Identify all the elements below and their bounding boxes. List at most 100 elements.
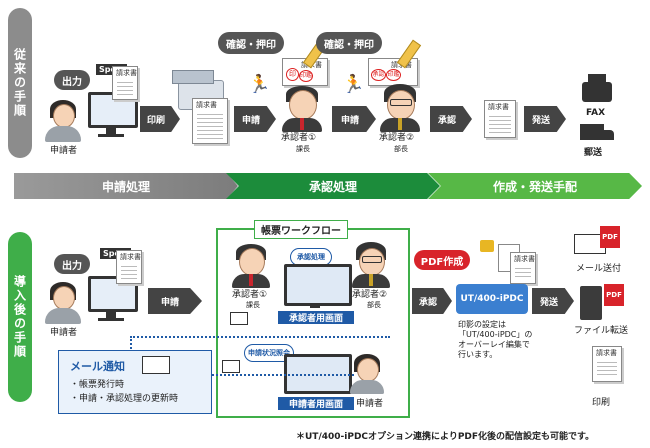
truck-cab (604, 130, 614, 140)
print-label: 印刷 (592, 398, 611, 408)
phase-approve: 承認処理 (226, 173, 440, 199)
top-output-bubble: 出力 (54, 70, 90, 90)
approver2-tie (398, 118, 402, 130)
top-fax-label: FAX (586, 108, 606, 118)
phase-apply-label: 申請処理 (101, 179, 150, 194)
stamp-1: 印 (286, 68, 299, 81)
running-man-icon-2: 🏃 (342, 74, 365, 95)
bottom-arrow-apply: 申請 (148, 288, 202, 314)
mail-notice-item-1: ・帳票発行時 (70, 380, 125, 390)
print-doc-title: 請求書 (596, 349, 617, 357)
server-pdf-text: PDF (606, 291, 622, 299)
top-arrow-approve: 承認 (430, 106, 472, 132)
overlay-note: 印影の設定は 「UT/400-iPDC」の オーバーレイ編集で 行います。 (458, 320, 533, 359)
top-approver1-label: 承認者① (281, 133, 317, 143)
notify-line-1 (130, 336, 390, 338)
top-approver2-role: 部長 (394, 145, 408, 153)
bottom-output-text: 出力 (62, 260, 82, 272)
applicant-screen-label: 申請者用画面 (278, 397, 354, 410)
approver-screen-text: 承認者用画面 (288, 314, 343, 324)
top-arrow-apply2-label: 申請 (340, 115, 359, 126)
bottom-pc-base (98, 318, 124, 321)
top-approver1-role: 課長 (296, 145, 310, 153)
top-confirm-bubble-2: 確認・押印 (316, 32, 382, 54)
b-approver1-tie (249, 274, 253, 286)
footnote: ＊UT/400-iPDCオプション連携によりPDF化後の配信設定も可能です。 (296, 432, 595, 442)
mail-notice-box (58, 350, 212, 414)
top-arrow-send-label: 発送 (531, 115, 550, 126)
mail-envelope-icon-2 (222, 360, 240, 373)
email-pdf-text: PDF (602, 233, 618, 241)
bottom-arrow-approve-label: 承認 (418, 297, 437, 308)
bottom-output-bubble: 出力 (54, 254, 90, 274)
notify-line-2 (208, 374, 354, 376)
bottom-approver1-label: 承認者① (232, 290, 268, 300)
mail-envelope-icon-1 (230, 312, 248, 325)
phase-apply: 申請処理 (14, 173, 238, 199)
top-mail-label: 郵送 (584, 148, 603, 158)
bottom-approver2-role: 部長 (367, 301, 381, 309)
top-arrow-approve-label: 承認 (437, 115, 456, 126)
mail-notice-item-2: ・申請・承認処理の更新時 (70, 394, 179, 404)
b-approver2-tie (369, 274, 373, 286)
top-approver2-label: 承認者② (379, 133, 415, 143)
sidebar-before: 従来の手順 (8, 8, 32, 158)
top-spool-text: Spool (99, 65, 124, 74)
bottom-applicant-label: 申請者 (50, 328, 78, 338)
mail-item-2: 申請・承認処理の更新時 (79, 394, 179, 404)
status-inquiry-bubble: 申請状況照会 (244, 344, 294, 362)
bottom-pdf-doc: 請求書 (510, 252, 536, 284)
top-applicant-face (53, 104, 75, 128)
top-arrow-apply1: 申請 (234, 106, 276, 132)
top-printed-doc: 請求書 (192, 98, 228, 144)
approver1-tie (300, 118, 304, 130)
b-approver2-glasses (362, 256, 382, 263)
running-man-icon-1: 🏃 (248, 74, 271, 95)
pdf-create-text: PDF作成 (420, 256, 464, 268)
phase-create-send: 作成・発送手配 (428, 173, 642, 199)
file-transfer-label: ファイル転送 (574, 326, 629, 336)
top-spool-label: Spool (96, 64, 128, 75)
mail-send-label: メール送付 (576, 264, 622, 274)
approver-screen-monitor (284, 264, 352, 306)
bottom-spool-label: Spool (100, 248, 132, 259)
bottom-arrow-apply-label: 申請 (160, 297, 179, 308)
top-arrow-send: 発送 (524, 106, 566, 132)
approval-process-bubble: 承認処理 (290, 248, 332, 266)
top-final-doc-title: 請求書 (488, 103, 509, 111)
email-pdf-icon: PDF (600, 226, 620, 248)
phase-create-send-label: 作成・発送手配 (492, 179, 577, 194)
top-arrow-print-label: 印刷 (146, 115, 165, 126)
workflow-title: 帳票ワークフロー (254, 220, 348, 239)
server-icon (580, 286, 602, 320)
approver2-glasses (390, 99, 412, 106)
bottom-applicant2-label: 申請者 (356, 399, 384, 409)
printer-tray (172, 70, 214, 84)
top-arrow-print: 印刷 (140, 106, 180, 132)
print-doc-icon: 請求書 (592, 346, 622, 382)
bottom-pc-stand (106, 310, 116, 318)
sidebar-after: 導入後の手順 (8, 232, 32, 402)
top-spool-doc: 請求書 (112, 66, 138, 100)
ut-box: UT/400-iPDC (456, 284, 528, 314)
mail-notice-title: メール通知 (70, 360, 125, 373)
top-output-text: 出力 (62, 76, 82, 88)
top-stamp-doc-2: 請求書 承認 印鑑 (368, 58, 418, 86)
bottom-arrow-approve: 承認 (412, 288, 452, 314)
mail-notice-envelope-icon (142, 356, 170, 374)
bottom-applicant-face (53, 286, 75, 310)
stamp-4: 印鑑 (386, 69, 401, 81)
top-printed-doc-title: 請求書 (196, 101, 217, 109)
fax-icon (582, 82, 612, 102)
top-confirm-bubble-1: 確認・押印 (218, 32, 284, 54)
bottom-arrow-send-label: 発送 (539, 297, 558, 308)
top-pc-base (98, 134, 124, 137)
top-applicant-label: 申請者 (50, 146, 78, 156)
top-arrow-apply1-label: 申請 (241, 115, 260, 126)
bottom-pdf-doc-title: 請求書 (514, 255, 535, 263)
approver-screen-label: 承認者用画面 (278, 311, 354, 324)
b-approver1-face (239, 248, 265, 276)
b-applicant2-face (357, 358, 379, 382)
approver1-face (289, 90, 317, 120)
sidebar-after-label: 導入後の手順 (12, 275, 27, 359)
